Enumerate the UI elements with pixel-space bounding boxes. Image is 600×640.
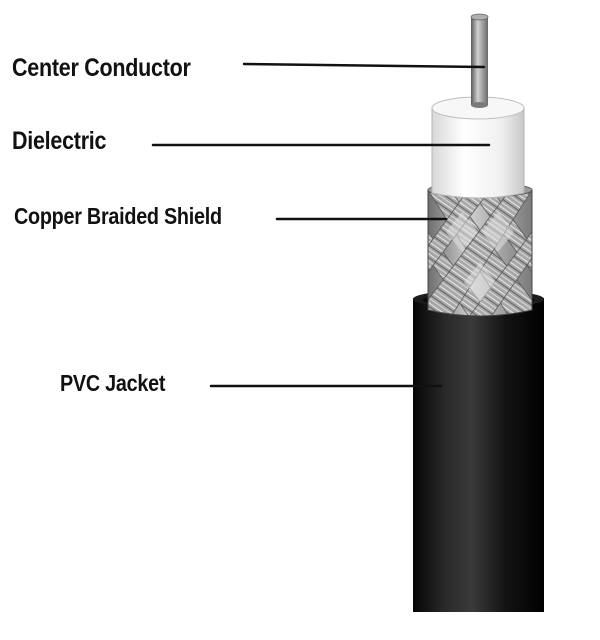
leader-lines [151, 62, 491, 388]
leader-line-center-conductor [242, 62, 486, 69]
label-copper-braided-shield: Copper Braided Shield [14, 203, 222, 229]
pvc-jacket [413, 290, 544, 612]
label-pvc-jacket: PVC Jacket [60, 370, 166, 396]
center-conductor [470, 13, 489, 108]
label-dielectric: Dielectric [12, 127, 107, 155]
copper-braided-shield [427, 182, 533, 317]
dielectric-insulator [431, 96, 525, 199]
label-center-conductor: Center Conductor [12, 54, 191, 82]
